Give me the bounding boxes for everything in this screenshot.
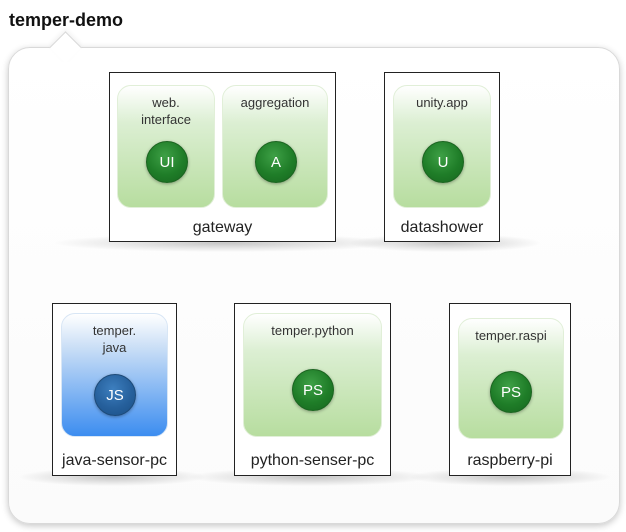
artifact-label: unity.app [416, 95, 468, 110]
artifact-web-interface[interactable]: web. interface UI [117, 85, 215, 208]
artifact-label: temper. java [92, 323, 137, 355]
artifact-label: web. interface [141, 95, 191, 127]
component-badge: A [255, 141, 297, 183]
component-badge: U [422, 141, 464, 183]
component-badge: UI [146, 141, 188, 183]
node-python-senser-pc[interactable]: temper.python PS python-senser-pc [234, 303, 391, 476]
artifact-unity-app[interactable]: unity.app U [393, 85, 491, 208]
node-raspberry-pi[interactable]: temper.raspi PS raspberry-pi [449, 303, 571, 476]
artifact-label: aggregation [240, 95, 310, 110]
artifact-label: temper.raspi [475, 328, 547, 343]
node-label: datashower [400, 219, 484, 236]
artifact-temper-raspi[interactable]: temper.raspi PS [458, 318, 564, 439]
node-label: python-senser-pc [250, 452, 375, 469]
node-label: raspberry-pi [467, 452, 553, 469]
diagram-title: temper-demo [9, 10, 124, 30]
artifact-temper-python[interactable]: temper.python PS [243, 313, 382, 437]
artifact-label: temper.python [271, 323, 354, 338]
component-badge: PS [490, 371, 532, 413]
artifact-aggregation[interactable]: aggregation A [222, 85, 328, 208]
node-gateway[interactable]: web. interface UI aggregation A gateway [109, 72, 336, 242]
node-label: java-sensor-pc [62, 452, 167, 469]
component-badge: PS [292, 369, 334, 411]
node-label: gateway [192, 219, 253, 236]
node-java-sensor-pc[interactable]: temper. java JS java-sensor-pc [52, 303, 177, 476]
artifact-temper-java[interactable]: temper. java JS [61, 313, 168, 437]
node-datashower[interactable]: unity.app U datashower [384, 72, 500, 242]
component-badge: JS [94, 374, 136, 416]
